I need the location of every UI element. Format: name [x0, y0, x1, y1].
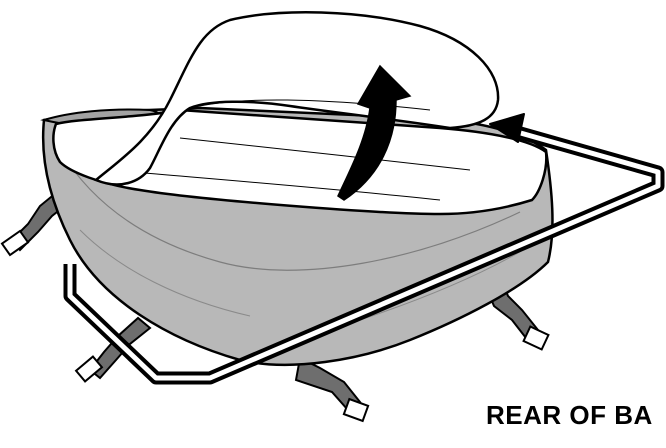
strap-bottom: [296, 358, 368, 421]
strap-mid-front: [76, 318, 150, 381]
rear-of-base-label: REAR OF BA: [486, 402, 653, 428]
